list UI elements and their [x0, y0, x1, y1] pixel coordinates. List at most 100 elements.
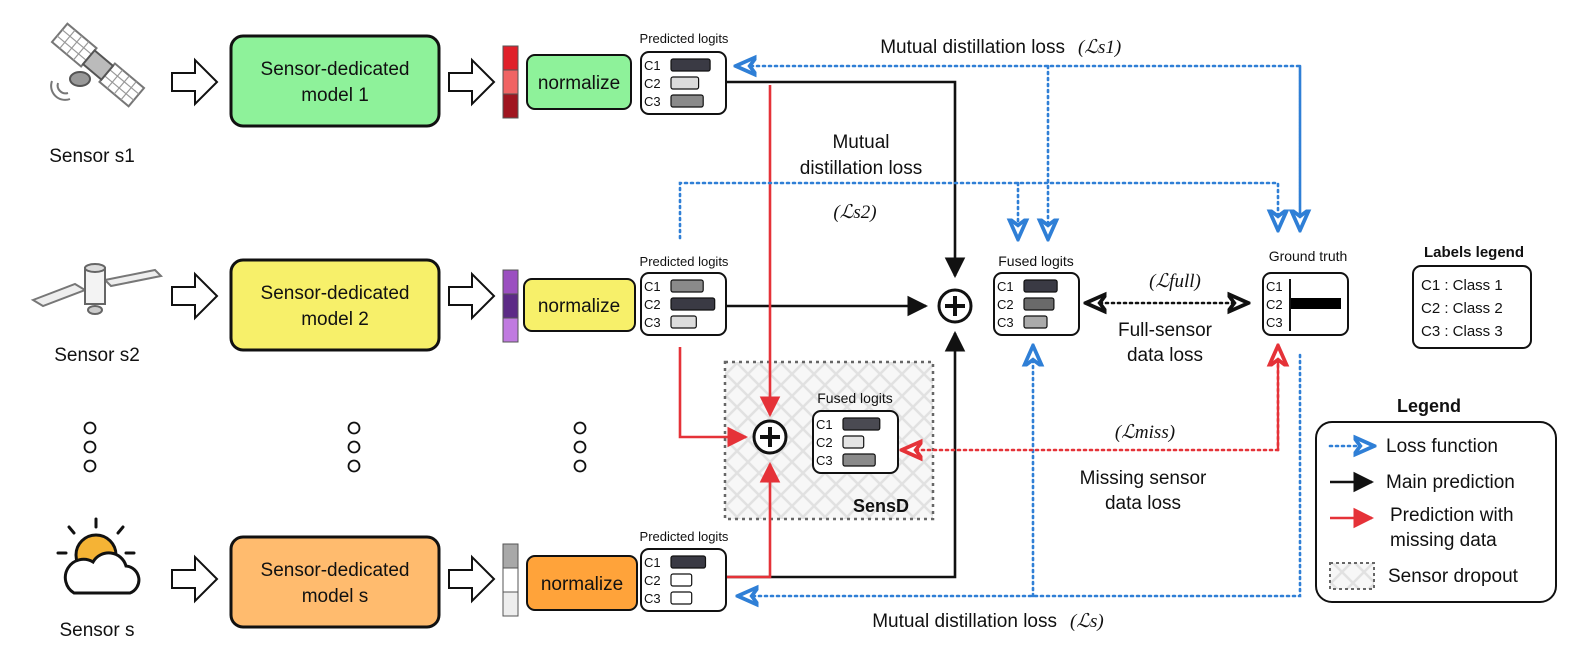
strip-cell	[502, 317, 519, 343]
strip-cell	[502, 293, 519, 319]
logit-bar	[670, 315, 697, 329]
main-prediction-arrows	[727, 80, 966, 579]
svg-text:Mutual distillation loss: Mutual distillation loss	[872, 611, 1057, 632]
ground-truth-label: Ground truth	[1269, 248, 1348, 264]
svg-text:(ℒs2): (ℒs2)	[833, 202, 876, 223]
logit-bar	[670, 297, 716, 311]
predicted-logits-label-3: Predicted logits	[640, 529, 729, 544]
svg-text:normalize: normalize	[538, 73, 620, 94]
model-1: Sensor-dedicated model 1	[229, 34, 441, 128]
svg-text:Sensor-dedicated: Sensor-dedicated	[261, 59, 410, 80]
logit-bar	[842, 417, 881, 431]
strip-cell	[502, 591, 519, 617]
logit-bar	[670, 279, 704, 293]
embedding-strip-2	[502, 269, 519, 343]
class-label: C3	[644, 94, 661, 109]
class-label: C1	[1266, 279, 1283, 294]
fusion-plus-missing	[752, 419, 788, 455]
labels-legend-title: Labels legend	[1424, 244, 1524, 261]
strip-cell	[502, 269, 519, 295]
normalize-box-2: normalize	[523, 278, 636, 332]
svg-text:missing data: missing data	[1390, 530, 1497, 551]
model-2: Sensor-dedicated model 2	[229, 258, 441, 352]
satellite-icon	[50, 22, 146, 108]
logit-bar	[842, 435, 865, 449]
hollow-arrow-4	[448, 57, 496, 107]
predicted-logits-label-2: Predicted logits	[640, 254, 729, 269]
svg-text:Sensor-dedicated: Sensor-dedicated	[261, 283, 410, 304]
strip-cell	[502, 567, 519, 593]
loss-label-miss: (ℒmiss) Missing sensor data loss	[1080, 422, 1207, 514]
svg-text:distillation loss: distillation loss	[800, 158, 923, 179]
class-label: C2	[1266, 297, 1283, 312]
svg-text:model 1: model 1	[301, 85, 369, 106]
class-label: C1	[644, 279, 661, 294]
logit-bar	[670, 591, 693, 605]
hollow-arrow-1	[171, 57, 219, 107]
logit-bar	[842, 453, 876, 467]
logit-bar	[1291, 298, 1341, 309]
loss-label-full: (ℒfull) Full-sensor data loss	[1118, 271, 1213, 366]
logit-bar	[1023, 315, 1048, 329]
class-label: C1	[644, 555, 661, 570]
svg-text:(ℒs): (ℒs)	[1070, 611, 1104, 632]
hollow-arrow-3	[171, 554, 219, 604]
class-label: C3	[644, 591, 661, 606]
class-label: C2	[644, 76, 661, 91]
satellite-panel-icon	[30, 263, 164, 315]
normalize-box-1: normalize	[526, 54, 632, 110]
class-label: C2	[644, 573, 661, 588]
class-label: C2	[644, 297, 661, 312]
class-label: C3	[816, 453, 833, 468]
svg-text:Sensor dropout: Sensor dropout	[1388, 566, 1519, 587]
svg-text:Mutual: Mutual	[832, 132, 889, 153]
class-label: C1	[816, 417, 833, 432]
logit-bar	[670, 76, 700, 90]
svg-text:C3 : Class 3: C3 : Class 3	[1421, 323, 1503, 340]
logit-bar	[670, 573, 693, 587]
svg-text:data loss: data loss	[1127, 345, 1203, 366]
logit-bar	[670, 94, 704, 108]
svg-text:Sensor-dedicated: Sensor-dedicated	[261, 560, 410, 581]
svg-text:Loss function: Loss function	[1386, 436, 1498, 457]
strip-cell	[502, 45, 519, 71]
sensor-label-s2: Sensor s2	[54, 345, 140, 366]
svg-text:(ℒs1): (ℒs1)	[1078, 37, 1121, 58]
sensd-label: SensD	[853, 496, 909, 516]
loss-label-s2: Mutual distillation loss (ℒs2)	[780, 125, 952, 223]
strip-cell	[502, 543, 519, 569]
svg-text:Full-sensor: Full-sensor	[1118, 320, 1213, 341]
class-label: C3	[1266, 315, 1283, 330]
svg-text:data loss: data loss	[1105, 493, 1181, 514]
loss-label-s: Mutual distillation loss (ℒs)	[872, 611, 1104, 632]
normalize-box-3: normalize	[526, 555, 638, 611]
fused-logits-missing-label: Fused logits	[817, 390, 892, 406]
fused-logits-full-label: Fused logits	[998, 253, 1073, 269]
embedding-strip-3	[502, 543, 519, 617]
strip-cell	[502, 69, 519, 95]
class-label: C2	[997, 297, 1014, 312]
svg-text:(ℒmiss): (ℒmiss)	[1115, 422, 1175, 443]
svg-text:Main prediction: Main prediction	[1386, 472, 1515, 493]
class-label: C3	[997, 315, 1014, 330]
class-label: C1	[644, 58, 661, 73]
legend-title: Legend	[1397, 396, 1461, 416]
predicted-logits-label-1: Predicted logits	[640, 31, 729, 46]
svg-text:model 2: model 2	[301, 309, 369, 330]
svg-text:normalize: normalize	[538, 296, 620, 317]
class-label: C2	[816, 435, 833, 450]
class-label: C1	[997, 279, 1014, 294]
logit-bar	[670, 58, 711, 72]
logit-bar	[670, 555, 707, 569]
logit-bar	[1023, 279, 1058, 293]
missing-prediction-arrows	[678, 85, 781, 579]
svg-text:Mutual distillation loss: Mutual distillation loss	[880, 37, 1065, 58]
sensor-label-s1: Sensor s1	[49, 146, 135, 167]
svg-text:(ℒfull): (ℒfull)	[1149, 271, 1201, 292]
missing-loss-arrows	[904, 348, 1278, 450]
